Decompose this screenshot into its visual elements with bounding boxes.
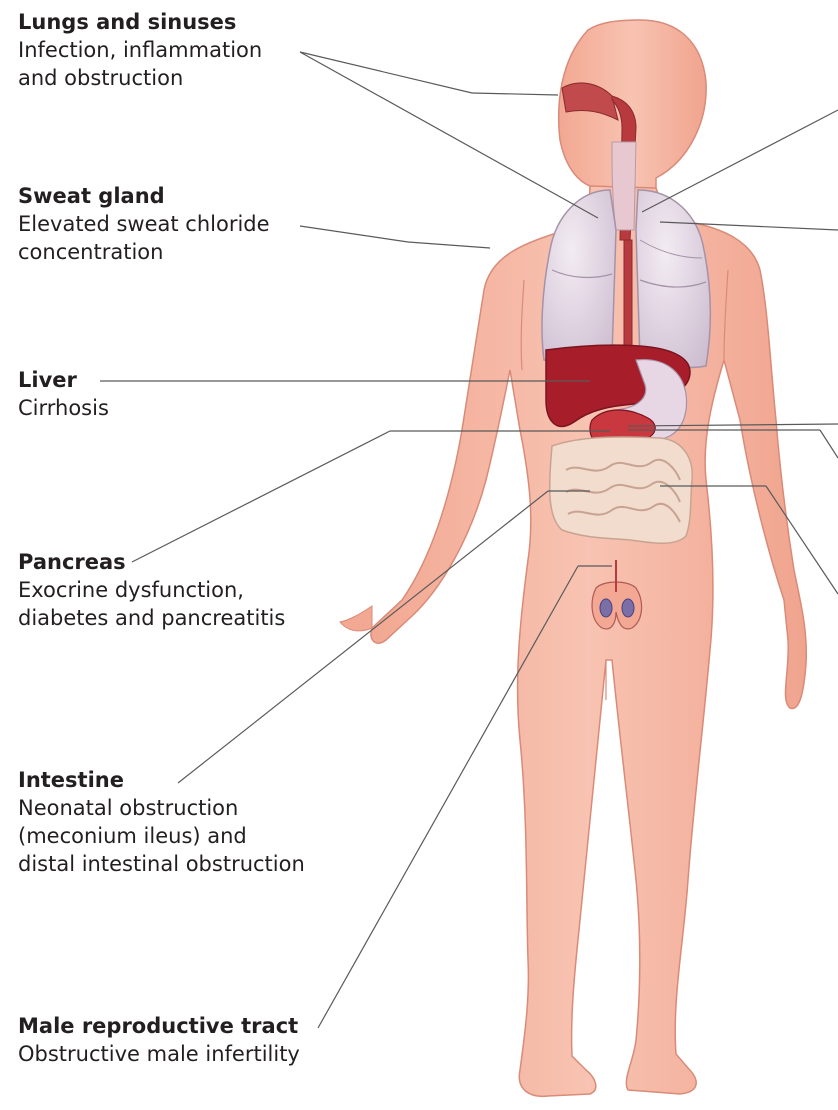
label-description: Neonatal obstruction (meconium ileus) an… xyxy=(18,794,305,878)
label-description: Cirrhosis xyxy=(18,394,109,422)
label-lungs-and-sinuses: Lungs and sinuses Infection, inflammatio… xyxy=(18,8,262,92)
label-title: Lungs and sinuses xyxy=(18,8,262,36)
label-title: Liver xyxy=(18,366,109,394)
label-description: Infection, inflammation and obstruction xyxy=(18,36,262,92)
label-pancreas: Pancreas Exocrine dysfunction, diabetes … xyxy=(18,548,285,632)
label-intestine: Intestine Neonatal obstruction (meconium… xyxy=(18,766,305,878)
leader-line-sweat-end xyxy=(408,242,490,248)
leader-line-pancreas xyxy=(132,431,390,562)
leader-line-lungs-lung xyxy=(300,52,598,218)
label-description: Exocrine dysfunction, diabetes and pancr… xyxy=(18,576,285,632)
label-description: Obstructive male infertility xyxy=(18,1040,300,1068)
label-description: Elevated sweat chloride concentration xyxy=(18,210,270,266)
leader-line-right-4b xyxy=(820,430,838,458)
label-title: Intestine xyxy=(18,766,305,794)
body-silhouette xyxy=(340,20,806,1096)
label-liver: Liver Cirrhosis xyxy=(18,366,109,422)
label-title: Sweat gland xyxy=(18,182,270,210)
label-male-reproductive-tract: Male reproductive tract Obstructive male… xyxy=(18,1012,300,1068)
label-title: Pancreas xyxy=(18,548,285,576)
leader-line-lungs-nose-end xyxy=(472,93,558,95)
label-title: Male reproductive tract xyxy=(18,1012,300,1040)
intestine-organ xyxy=(550,437,693,543)
leader-line-sweat xyxy=(300,226,408,242)
leader-line-intestine xyxy=(178,491,548,783)
leader-line-lungs-nose xyxy=(300,52,472,93)
label-sweat-gland: Sweat gland Elevated sweat chloride conc… xyxy=(18,182,270,266)
